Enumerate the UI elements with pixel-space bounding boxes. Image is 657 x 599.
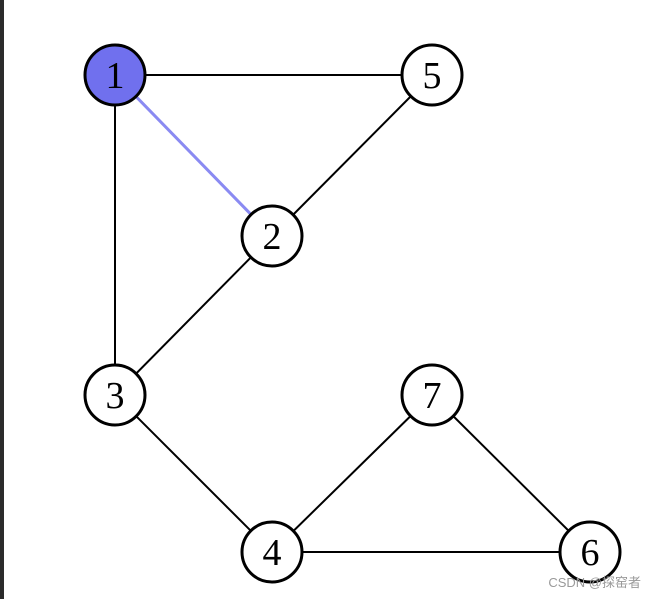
watermark: CSDN @探窑者 [548,575,641,590]
node-circle-3 [83,363,147,427]
node-label-5: 5 [423,55,442,97]
node-label-1: 1 [106,55,125,97]
node-circle-2 [240,204,304,268]
node-label-7: 7 [423,375,442,417]
nodes-layer: 1 2 3 4 5 6 7 [83,43,622,584]
node-circle-5 [400,43,464,107]
edge-4-7 [271,394,433,553]
node-circle-4 [240,520,304,584]
node-2: 2 [240,204,304,268]
node-6: 6 [558,520,622,584]
node-circle-1 [83,43,147,107]
node-7: 7 [400,363,464,427]
edges-layer [113,73,591,553]
edge-7-6 [431,394,591,553]
edge-3-4 [114,394,273,553]
edge-2-3 [114,235,273,396]
node-circle-7 [400,363,464,427]
left-border [0,0,4,599]
node-3: 3 [83,363,147,427]
node-label-2: 2 [263,216,282,258]
edge-5-2 [271,74,433,237]
node-label-3: 3 [106,375,125,417]
node-4: 4 [240,520,304,584]
node-label-6: 6 [581,532,600,574]
node-5: 5 [400,43,464,107]
node-label-4: 4 [263,532,282,574]
edge-1-2-highlighted [113,73,274,238]
node-1: 1 [83,43,147,107]
node-circle-6 [558,520,622,584]
